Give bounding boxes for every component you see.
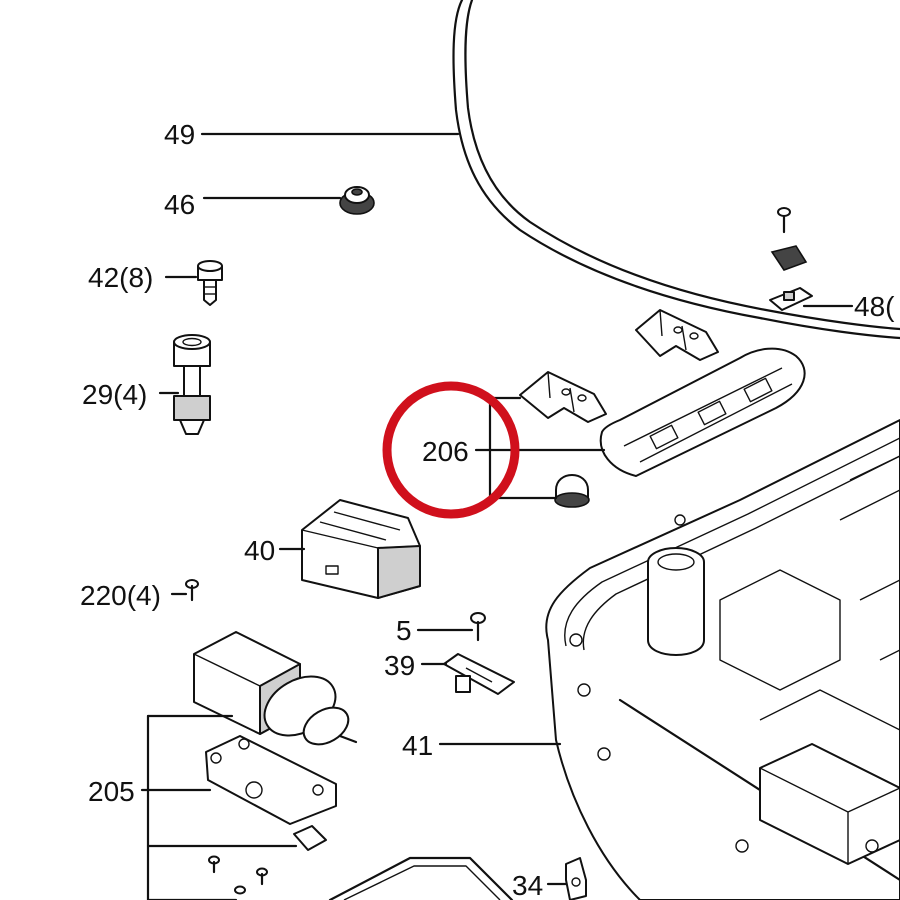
label-205: 205 [88,776,135,807]
part-48-clip [769,207,813,311]
part-41-housing [545,419,900,900]
highlight-circle [382,381,520,519]
part-5-screw [470,612,486,642]
part-34-clip [565,857,587,900]
leader-lines [140,132,854,900]
part-39-plate [443,653,515,695]
lower-cover-part [328,856,514,900]
part-29-standoff [173,334,211,435]
label-40: 40 [244,535,275,566]
part-46-grommet [339,186,375,215]
label-46: 46 [164,189,195,220]
label-5: 5 [396,615,412,646]
callout-labels: 49 46 42(8) 29(4) 206 40 220(4) 5 39 41 … [80,119,895,900]
label-206: 206 [422,436,469,467]
part-40-box [301,499,421,599]
part-206-bracket-assembly [519,309,806,508]
part-220-screw [185,579,199,602]
label-39: 39 [384,650,415,681]
part-205-motor-assembly [193,631,358,895]
label-29: 29(4) [82,379,147,410]
label-41: 41 [402,730,433,761]
part-49-cover [452,0,900,340]
part-42-screw [197,260,223,306]
label-42: 42(8) [88,262,153,293]
label-48: 48( [854,291,895,322]
label-34: 34 [512,870,543,900]
label-220: 220(4) [80,580,161,611]
label-49: 49 [164,119,195,150]
